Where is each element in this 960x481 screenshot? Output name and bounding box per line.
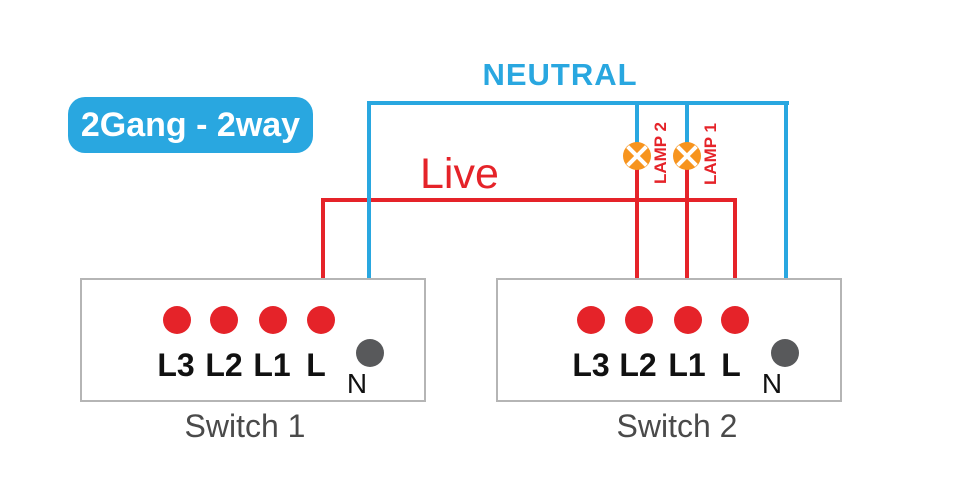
switch2-terminal-label-N: N (761, 368, 783, 399)
neutral-to-switch2-N-wire (784, 101, 788, 341)
switch1-terminal-L1 (259, 306, 287, 334)
switch1-terminal-label-N: N (346, 368, 368, 399)
switch2-terminal-L2 (625, 306, 653, 334)
switch2-terminal-label-L3: L3 (572, 347, 610, 383)
live-bus-wire (323, 198, 737, 202)
switch2-terminal-L (721, 306, 749, 334)
live-to-switch2-L-wire (733, 198, 737, 310)
switch2-terminal-label-L: L (721, 347, 741, 383)
lamp2-label: LAMP 2 (651, 121, 670, 185)
neutral-to-switch1-N-wire (367, 101, 371, 341)
switch2-terminal-label-L2: L2 (619, 347, 657, 383)
switch1-name: Switch 1 (184, 408, 306, 444)
gang-way-badge: 2Gang - 2way (68, 97, 313, 153)
lamp2-to-L2-wire (635, 165, 639, 310)
neutral-to-lamp1-wire (685, 101, 689, 145)
neutral-bus-wire (367, 101, 789, 105)
switch2-terminal-label-L1: L1 (668, 347, 706, 383)
lamp1-label: LAMP 1 (701, 122, 720, 186)
lamp1-icon (673, 142, 701, 170)
switch2-name: Switch 2 (616, 408, 738, 444)
switch1-terminal-L3 (163, 306, 191, 334)
gang-way-badge-label: 2Gang - 2way (80, 105, 301, 144)
switch1-terminal-label-L2: L2 (205, 347, 243, 383)
live-bus-label: Live (420, 150, 499, 198)
live-to-switch1-L-wire (321, 198, 325, 310)
switch1-terminal-N (356, 339, 384, 367)
switch1-terminal-label-L: L (306, 347, 326, 383)
switch2-terminal-L3 (577, 306, 605, 334)
switch1-terminal-L2 (210, 306, 238, 334)
neutral-bus-label: NEUTRAL (482, 57, 638, 92)
switch1-terminal-label-L3: L3 (157, 347, 195, 383)
lamp1-to-L1-wire (685, 165, 689, 310)
switch2-terminal-L1 (674, 306, 702, 334)
switch2-terminal-N (771, 339, 799, 367)
switch1-terminal-label-L1: L1 (253, 347, 291, 383)
neutral-to-lamp2-wire (635, 101, 639, 145)
switch1-terminal-L (307, 306, 335, 334)
lamp2-icon (623, 142, 651, 170)
